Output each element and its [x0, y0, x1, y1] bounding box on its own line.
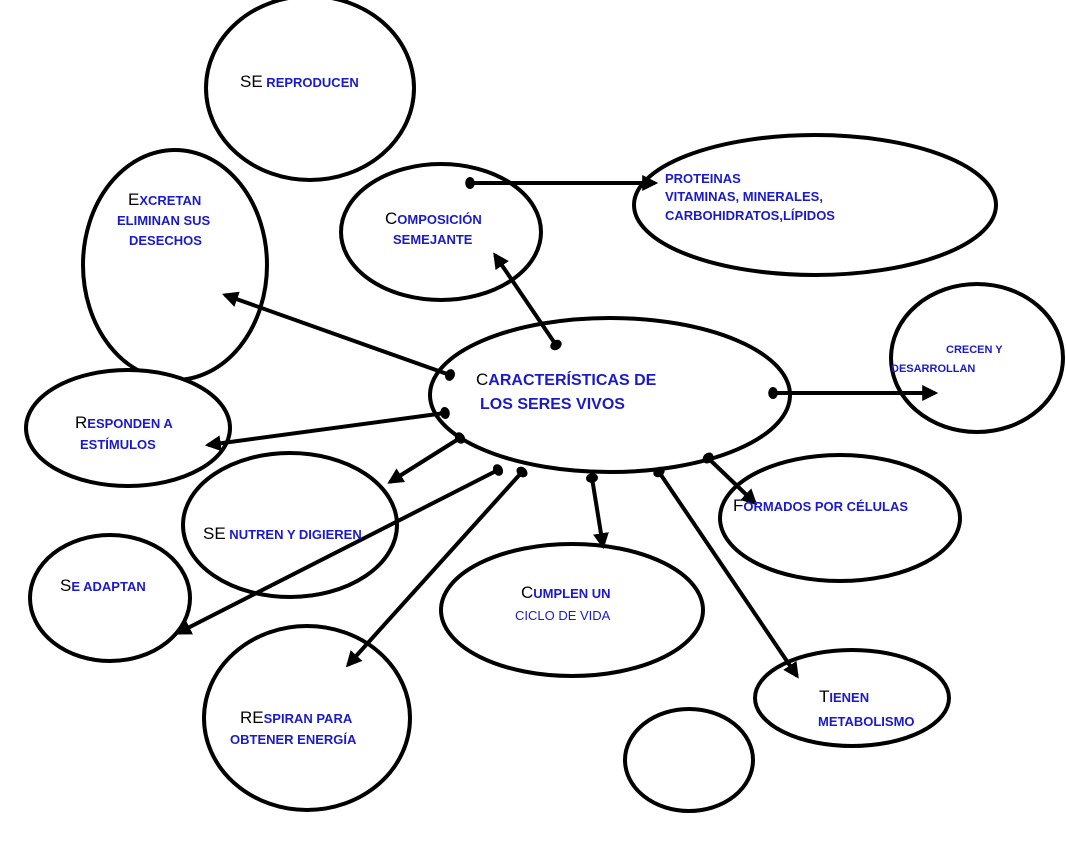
- arrow-to-cumplen: [586, 473, 609, 550]
- labels: SE REPRODUCEN EXCRETAN ELIMINAN SUS DESE…: [60, 72, 1003, 747]
- label-metabolismo-2: METABOLISMO: [818, 714, 915, 729]
- label-crecen-2: DESARROLLAN: [891, 363, 975, 375]
- label-proteinas-2: VITAMINAS, MINERALES,: [665, 189, 823, 204]
- label-respiran-1: RESPIRAN PARA: [240, 708, 353, 727]
- label-center-1: CARACTERÍSTICAS DE: [476, 370, 657, 389]
- label-formados: FORMADOS POR CÉLULAS: [733, 496, 908, 515]
- bubble-metabolismo: [753, 648, 951, 748]
- bubble-empty: [623, 707, 755, 813]
- arrow-to-composicion: [493, 252, 562, 351]
- label-composicion-1: COMPOSICIÓN: [385, 209, 482, 228]
- label-excretan-2: ELIMINAN SUS: [117, 213, 211, 228]
- arrow-to-metabolismo: [653, 466, 799, 679]
- label-responden-1: RESPONDEN A: [75, 413, 173, 432]
- arrow-to-nutren: [387, 432, 466, 484]
- label-nutren: SE NUTREN Y DIGIEREN: [203, 524, 362, 543]
- label-cumplen-2: CICLO DE VIDA: [515, 608, 611, 623]
- bubble-crecen: [889, 282, 1065, 434]
- label-proteinas-3: CARBOHIDRATOS,LÍPIDOS: [665, 208, 835, 223]
- label-center-2: LOS SERES VIVOS: [480, 396, 625, 413]
- arrow-to-respiran: [345, 466, 528, 668]
- label-proteinas-1: PROTEINAS: [665, 171, 741, 186]
- label-composicion-2: SEMEJANTE: [393, 232, 473, 247]
- bubble-proteinas: [632, 133, 998, 277]
- label-metabolismo-1: TIENEN: [819, 687, 869, 706]
- bubble-adaptan: [28, 533, 192, 663]
- bubble-center: [428, 316, 792, 474]
- bubble-formados: [718, 453, 962, 583]
- connectors: [175, 175, 939, 679]
- label-adaptan: SE ADAPTAN: [60, 576, 146, 595]
- label-reproducen: SE REPRODUCEN: [240, 72, 359, 91]
- bubble-reproducen: [204, 0, 416, 182]
- label-excretan-1: EXCRETAN: [128, 190, 201, 209]
- label-cumplen-1: CUMPLEN UN: [521, 583, 611, 602]
- bubble-excretan: [81, 148, 269, 382]
- label-respiran-2: OBTENER ENERGÍA: [230, 732, 357, 747]
- label-crecen-1: CRECEN Y: [946, 344, 1003, 356]
- arrow-to-responden: [204, 407, 450, 452]
- arrow-to-formados: [702, 452, 758, 506]
- arrow-to-excretan: [221, 291, 455, 381]
- label-excretan-3: DESECHOS: [129, 233, 202, 248]
- label-responden-2: ESTÍMULOS: [80, 437, 156, 452]
